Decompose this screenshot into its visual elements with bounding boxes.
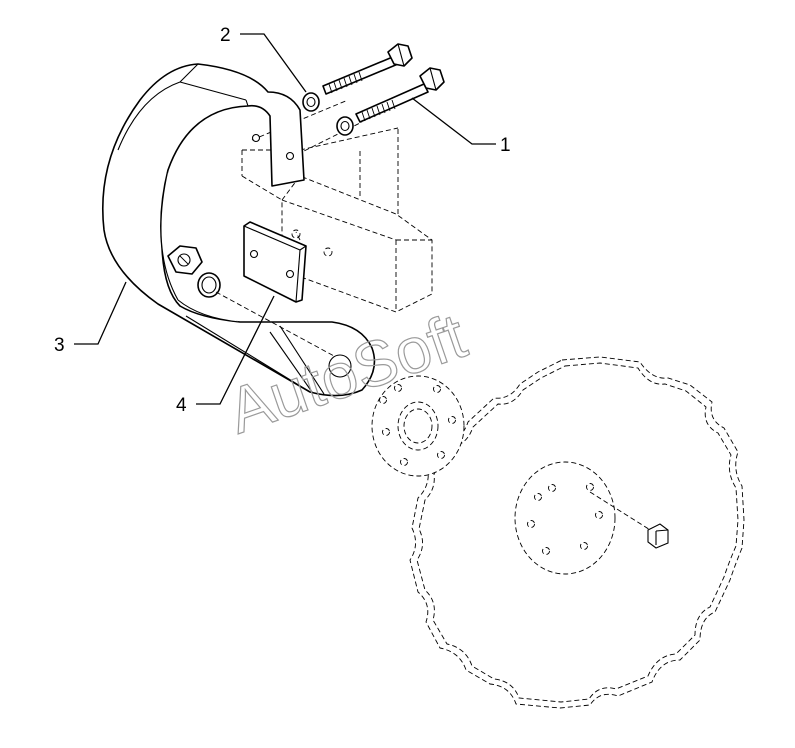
washer-lower: [336, 116, 354, 136]
clamp-plate: [243, 221, 307, 303]
washer-upper: [302, 92, 320, 112]
leader-3: [74, 281, 127, 345]
leader-2: [240, 33, 307, 93]
callout-label-3: 3: [54, 335, 65, 356]
disc-blade: [409, 356, 745, 709]
nut-washer: [197, 272, 221, 298]
bolt-upper-thread: [328, 71, 363, 94]
disc-center-bolt: [647, 523, 669, 549]
bolt-upper: [322, 43, 413, 95]
callout-label-1: 1: [500, 135, 511, 156]
leader-1: [411, 97, 496, 145]
leader-4: [196, 295, 275, 405]
callout-label-4: 4: [176, 395, 187, 416]
bolt-lower-thread: [361, 99, 396, 122]
lock-nut: [167, 245, 203, 275]
callout-label-2: 2: [220, 25, 231, 46]
hub-flange: [371, 375, 465, 477]
bolt-lower: [355, 67, 445, 123]
